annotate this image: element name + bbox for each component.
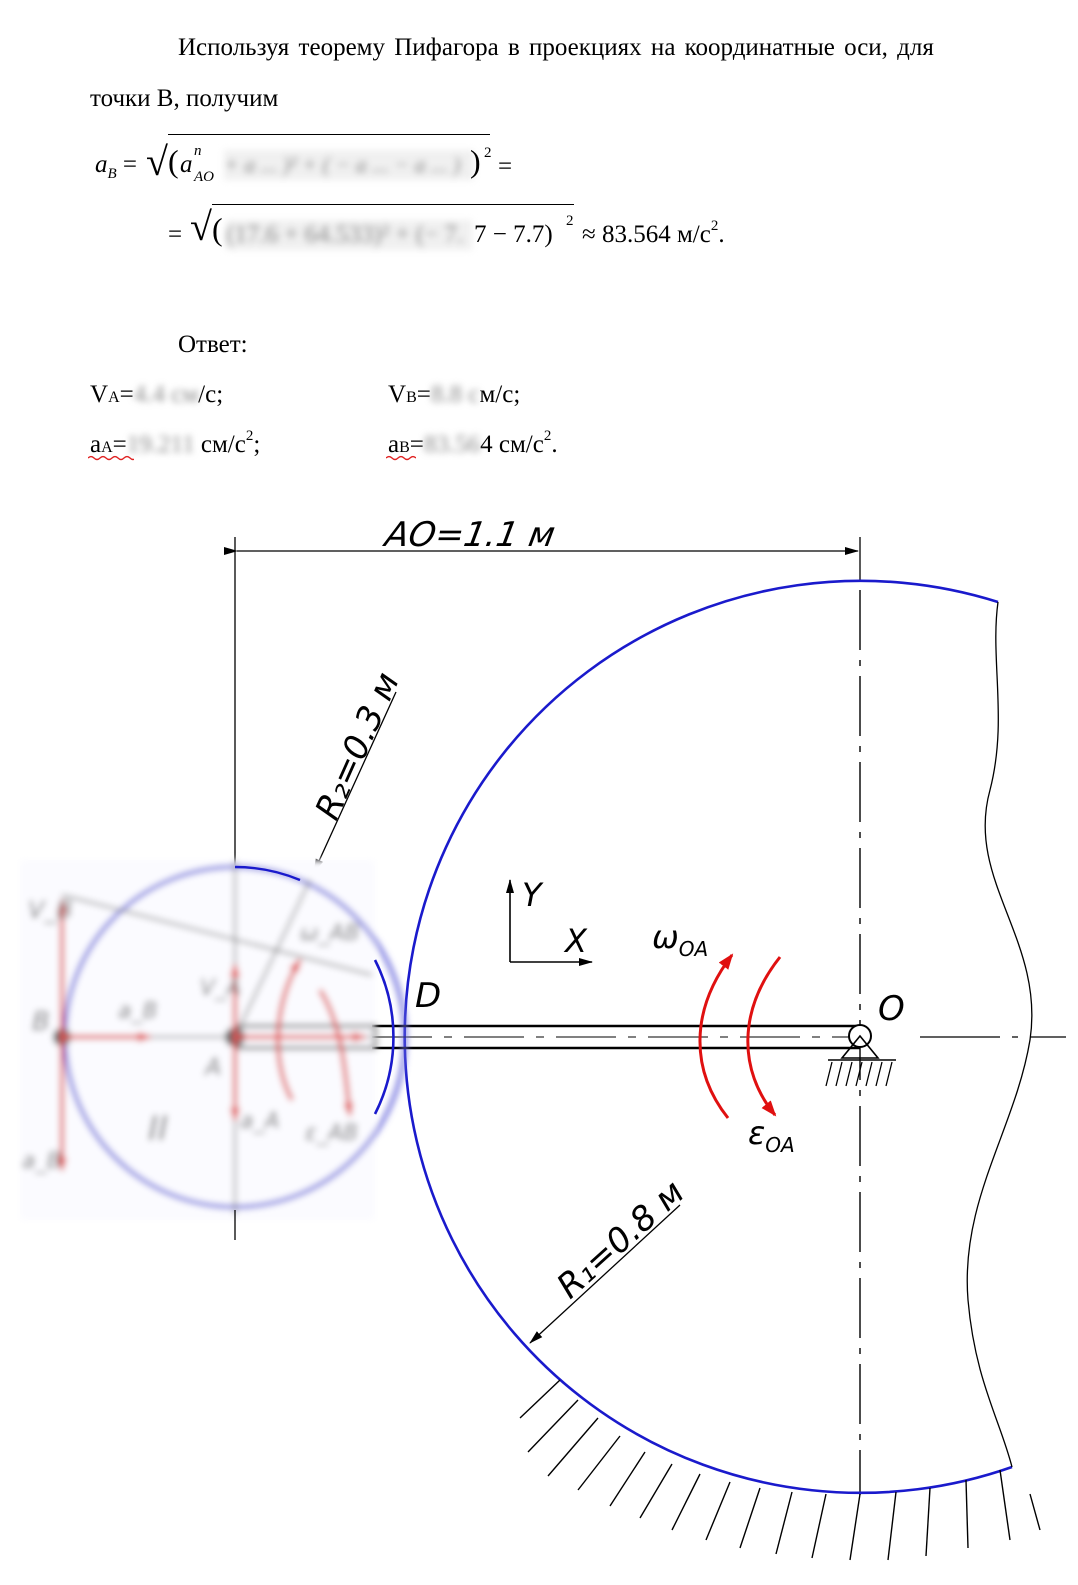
spellcheck-squiggle-aa: [88, 455, 134, 461]
blurred-omega-ab-label: ω_AB: [300, 921, 360, 946]
blurred-eps-ab-label: ε_AB: [305, 1121, 358, 1146]
ab-label: a: [388, 431, 400, 458]
aa-eq: =: [112, 431, 127, 458]
blurred-ab-label: a_B: [118, 999, 158, 1024]
aa-label: a: [90, 431, 102, 458]
eq1-radical-bar: [168, 134, 490, 135]
aa-hidden: 19.211: [126, 431, 195, 458]
eq2-result-dot: .: [718, 221, 725, 248]
small-wheel-arc-visible: [373, 959, 395, 1115]
equation-line-1: aB =: [95, 150, 137, 183]
small-wheel-arc-top: [234, 865, 301, 882]
omega-oa-arrow: [698, 953, 734, 1119]
ground-hatching-bottom: [519, 1379, 1041, 1561]
eq1-term-sub: AO: [194, 169, 214, 185]
ab-eq: =: [409, 431, 424, 458]
spellcheck-squiggle-ab: [386, 455, 416, 461]
dim-r1-leader: [529, 1204, 681, 1344]
ab-sup: 2: [543, 428, 552, 444]
eq2-result-sup: 2: [710, 218, 719, 234]
va-hidden: 4.4 см: [133, 381, 199, 408]
vb-unit: м/с;: [479, 381, 521, 408]
label-x: X: [563, 922, 588, 960]
va-label: V: [90, 381, 109, 408]
big-wheel-break-line: [966, 601, 1033, 1468]
pivot-o-hatching: [825, 1061, 893, 1087]
eq1-lhs-sub: B: [107, 166, 117, 182]
answer-label: Ответ:: [178, 331, 248, 358]
ab-hidden: 83.56: [423, 431, 481, 458]
blurred-small-wheel: V_B B a_B a_B V_A A II ω_AB ε_AB a_A: [20, 860, 407, 1220]
blurred-va-label: V_A: [200, 976, 241, 1001]
aa-sub: A: [101, 439, 113, 456]
eq1-term-a: a: [180, 151, 193, 178]
va-unit: /с;: [198, 381, 224, 408]
eq2-result: ≈ 83.564 м/с2.: [582, 218, 725, 253]
eq2-radical-sign: √: [190, 204, 212, 249]
label-epsilon-oa: εOA: [748, 1114, 795, 1157]
paragraph-line-1: Используя теорему Пифагора в проекциях н…: [178, 34, 934, 61]
vb-hidden: 8.8 с: [430, 381, 480, 408]
ab-sub: B: [399, 439, 410, 456]
va-sub: A: [108, 389, 120, 406]
dim-r2-label: R₂=0.3 м: [308, 667, 408, 826]
eq1-equals: =: [122, 151, 138, 178]
eq2-result-value: ≈ 83.564 м/с: [582, 221, 711, 248]
eq2-radical-bar: [212, 204, 574, 205]
eq1-open-paren: (: [168, 143, 179, 179]
epsilon-oa-arrow: [746, 956, 782, 1117]
answer-ab: aB=83.564 см/с2.: [388, 428, 558, 463]
eq1-lhs: a: [95, 151, 108, 178]
eq2-visible: 7 − 7.7): [474, 221, 553, 248]
ab-unit: 4 см/с: [480, 431, 544, 458]
answer-va: VA=4.4 см/с;: [90, 380, 223, 413]
blurred-ab2-label: a_B: [22, 1149, 62, 1174]
aa-sup: 2: [245, 428, 254, 444]
answer-aa: aA=19.211 см/с2;: [90, 428, 261, 463]
dim-ao-label: AO=1.1 м: [380, 515, 558, 555]
eq1-tail-equals: =: [498, 153, 513, 180]
pivot-o-support: [840, 1034, 880, 1059]
label-o: O: [878, 989, 905, 1029]
label-y: Y: [522, 876, 544, 914]
eq1-term-sup: n: [194, 143, 202, 159]
aa-unit: см/с: [194, 431, 246, 458]
vb-label: V: [388, 381, 407, 408]
eq1-radical-sign: √: [146, 139, 168, 184]
va-eq: =: [119, 381, 134, 408]
dim-r2-leader: [313, 691, 397, 873]
dim-r1-label: R₁=0.8 м: [549, 1172, 692, 1306]
eq2-hidden: (17.6 + 64.533)² + (− 7.: [226, 220, 472, 250]
eq2-open-paren: (: [212, 211, 223, 247]
ab-end: .: [551, 431, 558, 458]
eq2-equals: =: [168, 221, 183, 248]
blurred-aa-label: a_A: [240, 1109, 280, 1134]
label-omega-oa: ωOA: [652, 918, 708, 961]
blurred-b-label: B: [32, 1007, 50, 1037]
eq2-square: 2: [566, 213, 574, 229]
eq1-hidden: + a ... )² + ( − a ... − a ... ): [224, 150, 474, 180]
aa-end: ;: [253, 431, 261, 458]
eq1-square: 2: [484, 145, 492, 161]
answer-vb: VB=8.8 см/с;: [388, 380, 520, 413]
blurred-a-label: A: [203, 1053, 221, 1081]
blurred-vb-label: V_B: [28, 896, 73, 924]
vb-sub: B: [406, 389, 417, 406]
label-d: D: [415, 976, 441, 1016]
eq1-close-paren: ): [470, 143, 481, 179]
paragraph-line-2: точки B, получим: [90, 85, 279, 112]
blurred-ii-label: II: [148, 1109, 168, 1149]
vb-eq: =: [416, 381, 431, 408]
